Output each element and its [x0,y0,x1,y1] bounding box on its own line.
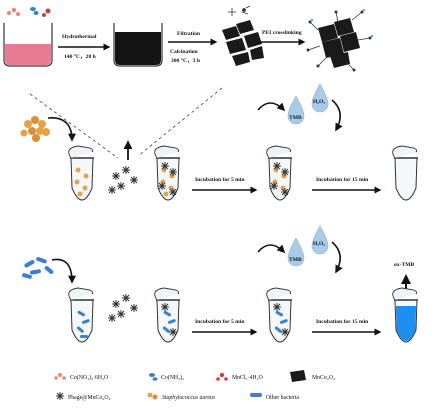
arrow-add-other [51,258,76,284]
row1-tmb-drop: TMB [287,95,305,125]
row2-tmb-label: TMB [289,257,302,263]
hydrothermal-conditions: 140 °C，20 h [64,53,97,60]
phage-scatter-1 [107,165,139,195]
tube-staph-initial [67,145,95,201]
legend-cobalt-amine: Co(NH₂)₂ [149,373,184,381]
legend-cobalt-nitrate: Co(NO₃)₂·6H₂O [54,373,108,381]
tube-staph-captured [265,145,293,201]
synthesis-row: Hydrothermal 140 °C，20 h Filtration Calc… [3,5,373,72]
row2-h2o2-drop: H₂O₂ [311,225,329,255]
row1-incubation-5: Incubation for 5 min [195,177,245,183]
phage-icons-top [228,5,251,16]
legend-mnco: MnCo₂O₄ [290,370,335,382]
tube-other-blue [391,287,419,343]
arrow-add-staph [47,117,76,142]
filtration-label: Filtration [177,31,201,37]
staph-cluster-icon [20,116,50,142]
legend-staph: Staphylococcus aureus [147,392,216,401]
legend-mncl: MnCl₂·4H₂O [216,372,263,381]
row1-incubation-15: Incubation for 15 min [316,177,369,183]
beaker-black [113,23,163,67]
other-bacteria-icon [22,256,54,279]
tube-other-phage [153,287,181,343]
legend-cobalt-amine-label: Co(NH₂)₂ [161,374,184,381]
row1-h2o2-drop: H₂O₂ [311,83,329,113]
row-staph: Incubation for 5 min TMB H₂O₂ Incubation… [20,83,419,201]
beaker-pink [3,23,53,67]
legend-mnco-label: MnCo₂O₄ [312,375,335,381]
row1-tmb-label: TMB [289,115,302,121]
legend: Co(NO₃)₂·6H₂O Co(NH₂)₂ MnCl₂·4H₂O MnCo₂O… [54,370,335,401]
mnco-flakes [222,20,264,66]
row2-h2o2-label: H₂O₂ [313,241,325,247]
pei-label: PEI crosslinking [262,30,302,36]
legend-other-label: Other bacteria [266,395,299,401]
calcination-label: Calcination [170,49,199,55]
tube-staph-phage [153,145,181,201]
row2-arrow-drop-right [331,241,343,274]
tube-other-initial [67,287,95,343]
tube-staph-final [391,145,419,201]
row2-arrow-drop-left [257,244,286,254]
callout-lines [29,87,223,159]
phage-mnco-cluster [306,9,373,72]
row1-h2o2-label: H₂O₂ [313,99,325,105]
legend-phage: Phage@MnCo₂O₄ [55,391,111,401]
phage-scatter-2 [107,293,139,323]
row2-incubation-5: Incubation for 5 min [195,319,245,325]
legend-other: Other bacteria [250,393,299,401]
legend-phage-label: Phage@MnCo₂O₄ [68,395,111,401]
row1-arrow-drop-right [331,99,343,132]
row2-tmb-drop: TMB [287,237,305,267]
row2-incubation-15: Incubation for 15 min [316,319,369,325]
row1-arrow-drop-left [257,102,286,112]
calcination-conditions: 300 °C，3 h [171,57,201,64]
row-other-bacteria: Incubation for 5 min TMB H₂O₂ Incubation… [22,225,419,343]
legend-staph-label: Staphylococcus aureus [162,395,216,401]
ox-tmb-label: ox-TMB [394,262,414,268]
legend-cobalt-nitrate-label: Co(NO₃)₂·6H₂O [70,374,108,381]
tube-other-mixed [265,287,293,343]
legend-mncl-label: MnCl₂·4H₂O [232,375,263,381]
hydrothermal-label: Hydrothermal [62,34,97,40]
precursor-icons [7,7,51,17]
